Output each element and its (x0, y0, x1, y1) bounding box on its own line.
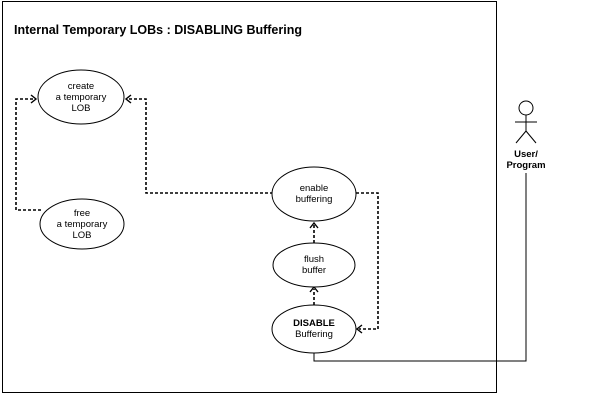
actor-user-program[interactable]: User/ Program (506, 100, 546, 171)
free-label-line2: a temporary (57, 219, 108, 230)
system-boundary (2, 1, 497, 393)
connector-enable-to-disable (356, 192, 379, 330)
diagram-title: Internal Temporary LOBs : DISABLING Buff… (14, 23, 302, 37)
enable-label-line1: enable (300, 183, 329, 194)
actor-label-line2: Program (506, 160, 545, 171)
connector-enable-to-create (128, 98, 273, 194)
connector-free-to-create (15, 98, 41, 211)
use-case-flush-buffer[interactable]: flush buffer (272, 242, 356, 288)
arrowhead-create-left (30, 94, 38, 104)
disable-label-line2: Buffering (295, 329, 333, 340)
use-case-create-temporary-lob[interactable]: create a temporary LOB (37, 69, 125, 125)
arrowhead-enable-bottom (309, 221, 319, 229)
use-case-free-temporary-lob[interactable]: free a temporary LOB (39, 198, 125, 250)
actor-label-line1: User/ (514, 149, 538, 160)
free-label-line1: free (74, 208, 90, 219)
create-label-line2: a temporary (56, 92, 107, 103)
create-label-line1: create (68, 81, 94, 92)
disable-label-line1: DISABLE (293, 318, 335, 329)
use-case-disable-buffering[interactable]: DISABLE Buffering (271, 304, 357, 354)
flush-label-line1: flush (304, 254, 324, 265)
free-label-line3: LOB (72, 230, 91, 241)
flush-label-line2: buffer (302, 265, 326, 276)
enable-label-line2: buffering (296, 194, 333, 205)
arrowhead-disable-right (355, 324, 363, 334)
use-case-enable-buffering[interactable]: enable buffering (271, 166, 357, 222)
arrowhead-create-right (124, 94, 132, 104)
create-label-line3: LOB (71, 103, 90, 114)
actor-association-line (313, 173, 527, 362)
stick-figure-icon (515, 100, 537, 144)
